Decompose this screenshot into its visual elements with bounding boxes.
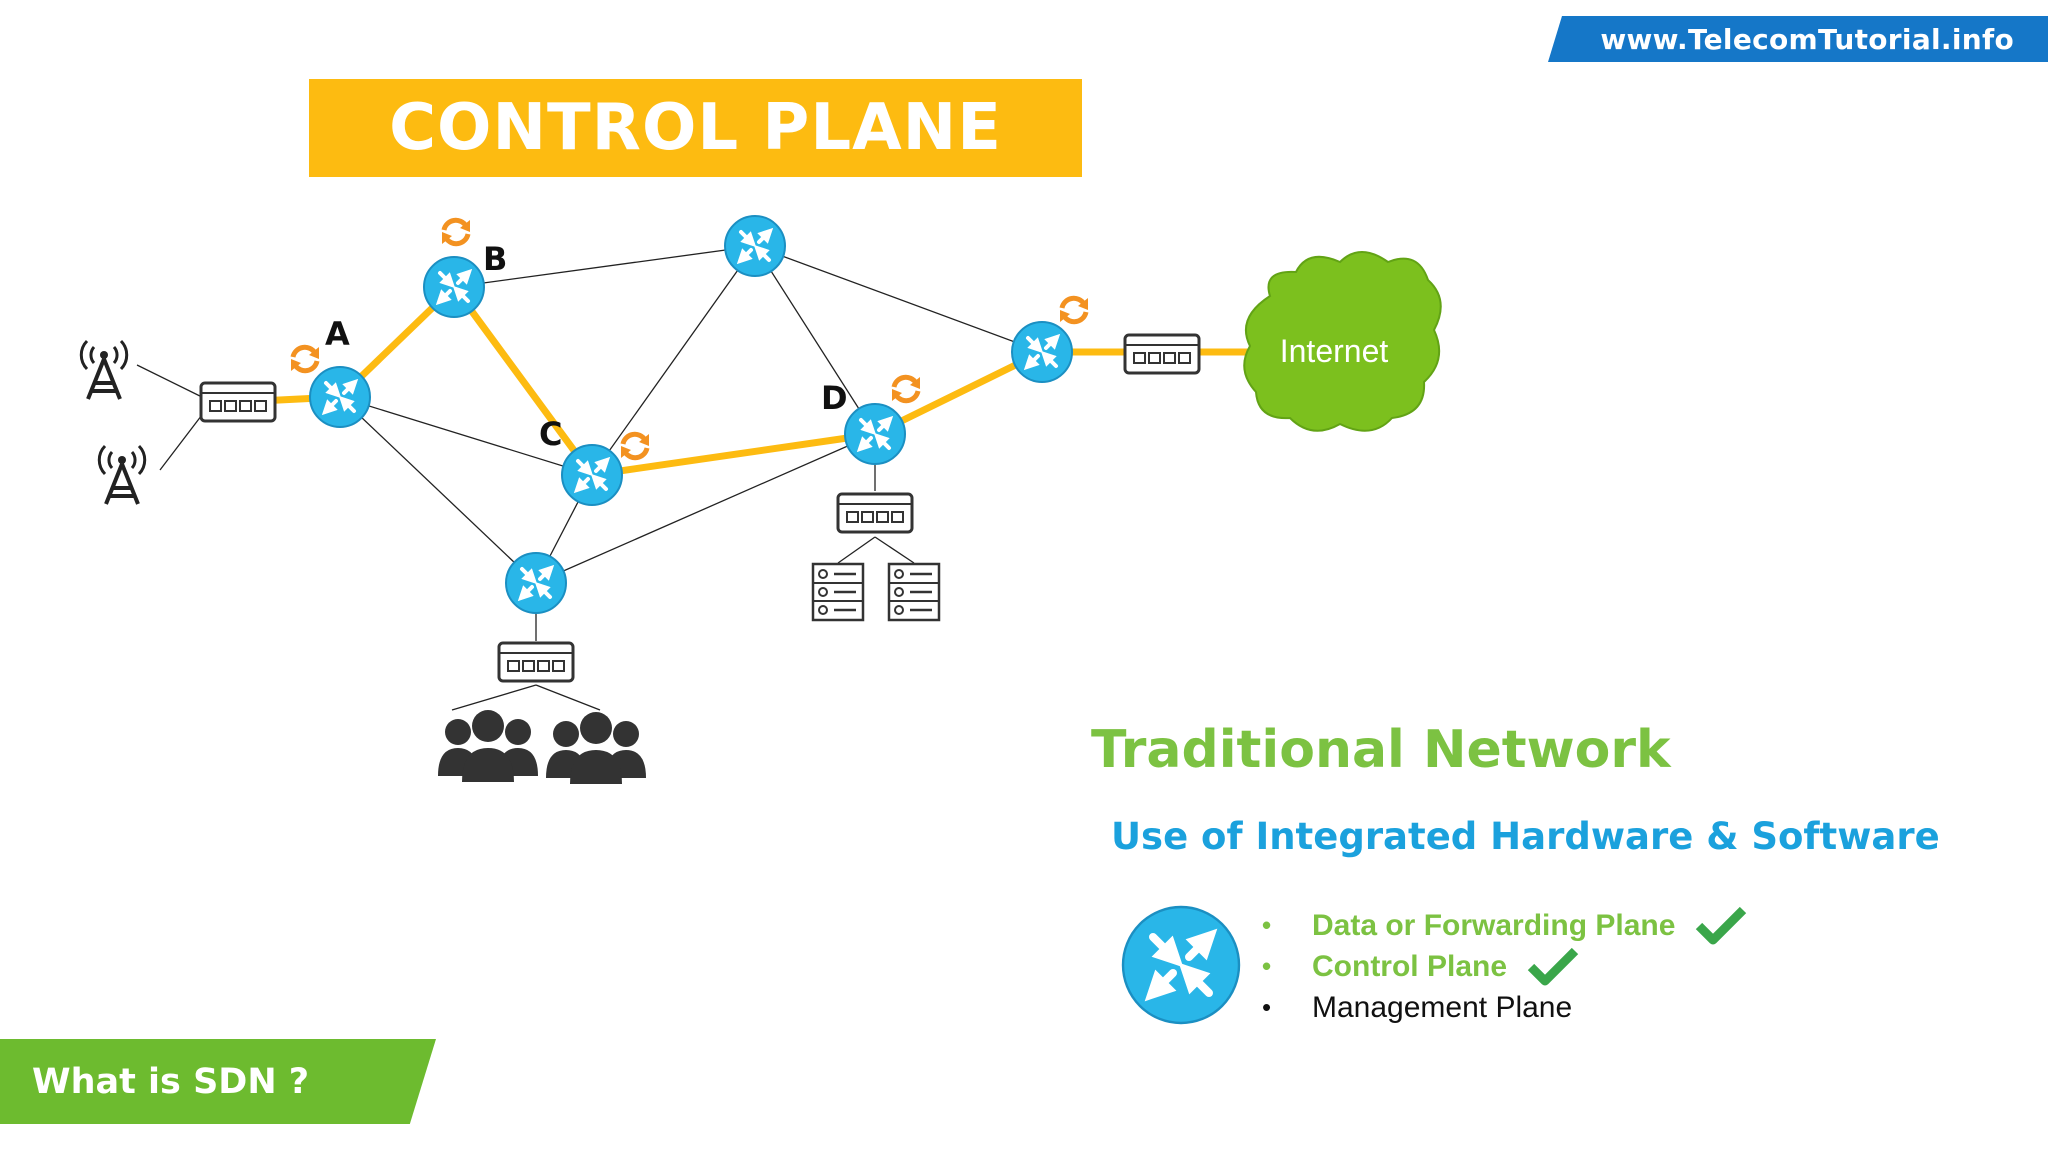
node-label-d: D — [821, 379, 848, 417]
switch-icon — [836, 492, 914, 534]
router-c-icon — [562, 445, 622, 505]
plane-list: • Data or Forwarding Plane • Control Pla… — [1262, 905, 1747, 1028]
router-d-icon — [845, 404, 905, 464]
switch-icon — [199, 381, 277, 423]
plane-label: Management Plane — [1312, 990, 1573, 1024]
what-is-sdn-banner: What is SDN ? — [0, 1039, 436, 1124]
traditional-network-heading: Traditional Network — [1091, 720, 1671, 780]
integrated-hw-sw-subheading: Use of Integrated Hardware & Software — [1111, 815, 1940, 858]
cell-tower-icon — [97, 444, 147, 506]
internet-label: Internet — [1280, 333, 1389, 369]
router-a-icon — [310, 367, 370, 427]
node-label-c: C — [539, 415, 562, 453]
page-title: CONTROL PLANE — [309, 79, 1082, 177]
users-icon — [438, 710, 538, 782]
bullet-icon: • — [1262, 910, 1272, 940]
server-icon — [811, 562, 865, 622]
router-top-icon — [725, 216, 785, 276]
users-icon — [546, 712, 646, 784]
legend-router-icon — [1121, 905, 1241, 1025]
node-label-a: A — [325, 315, 350, 353]
refresh-icon — [892, 377, 920, 401]
control-plane-path — [238, 283, 1270, 479]
plane-label: Control Plane — [1312, 949, 1508, 983]
switch-icon — [497, 641, 575, 683]
refresh-icon — [291, 347, 319, 371]
check-icon — [1696, 906, 1747, 944]
plane-label: Data or Forwarding Plane — [1312, 908, 1676, 942]
site-url-banner: www.TelecomTutorial.info — [1548, 16, 2048, 62]
switch-icon — [1123, 333, 1201, 375]
bullet-icon: • — [1262, 951, 1272, 981]
refresh-icon — [442, 220, 470, 244]
internet-cloud: Internet — [1243, 251, 1442, 432]
node-label-b: B — [483, 240, 507, 278]
list-item: • Data or Forwarding Plane — [1262, 905, 1747, 946]
refresh-icon — [1060, 298, 1088, 322]
router-edge-icon — [1012, 322, 1072, 382]
router-bottom-icon — [506, 553, 566, 613]
server-icon — [887, 562, 941, 622]
router-b-icon — [424, 257, 484, 317]
refresh-icon — [621, 434, 649, 458]
list-item: • Management Plane — [1262, 987, 1747, 1028]
check-icon — [1527, 947, 1579, 985]
cell-tower-icon — [79, 339, 129, 401]
bullet-icon: • — [1262, 992, 1272, 1022]
list-item: • Control Plane — [1262, 946, 1747, 987]
